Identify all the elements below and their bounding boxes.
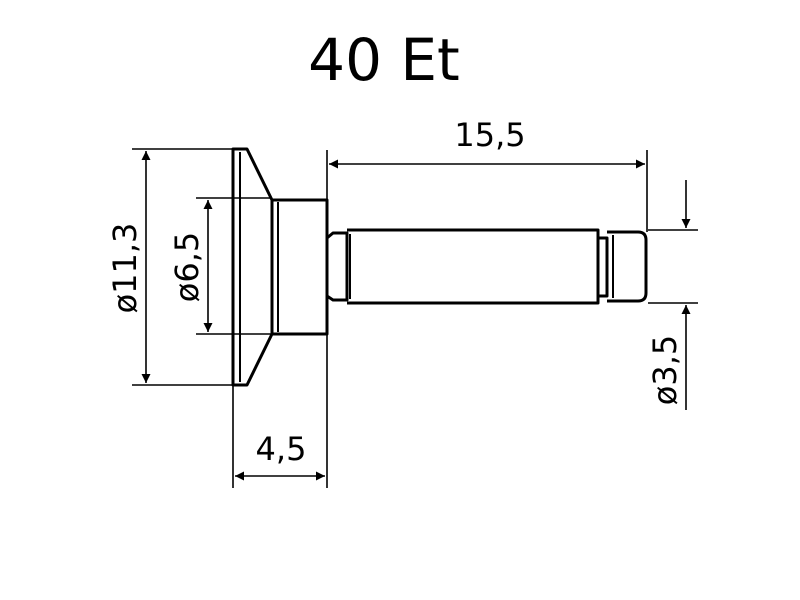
shaft bbox=[347, 228, 600, 305]
part-outline bbox=[231, 147, 648, 387]
dim-label-head-length: 4,5 bbox=[256, 430, 307, 468]
dimension-lines bbox=[141, 151, 691, 481]
shaft-tip bbox=[607, 230, 648, 303]
neck bbox=[326, 231, 349, 302]
shaft-groove bbox=[598, 236, 609, 298]
collar bbox=[272, 198, 329, 336]
extension-lines bbox=[132, 148, 698, 488]
dim-label-head-diameter: ø11,3 bbox=[106, 223, 144, 314]
countersunk-head bbox=[231, 147, 274, 387]
dim-label-shaft-diameter: ø3,5 bbox=[646, 335, 684, 405]
dim-label-shaft-length: 15,5 bbox=[454, 116, 525, 154]
drawing-title: 40 Et bbox=[308, 26, 460, 94]
dim-label-collar-diameter: ø6,5 bbox=[168, 232, 206, 302]
